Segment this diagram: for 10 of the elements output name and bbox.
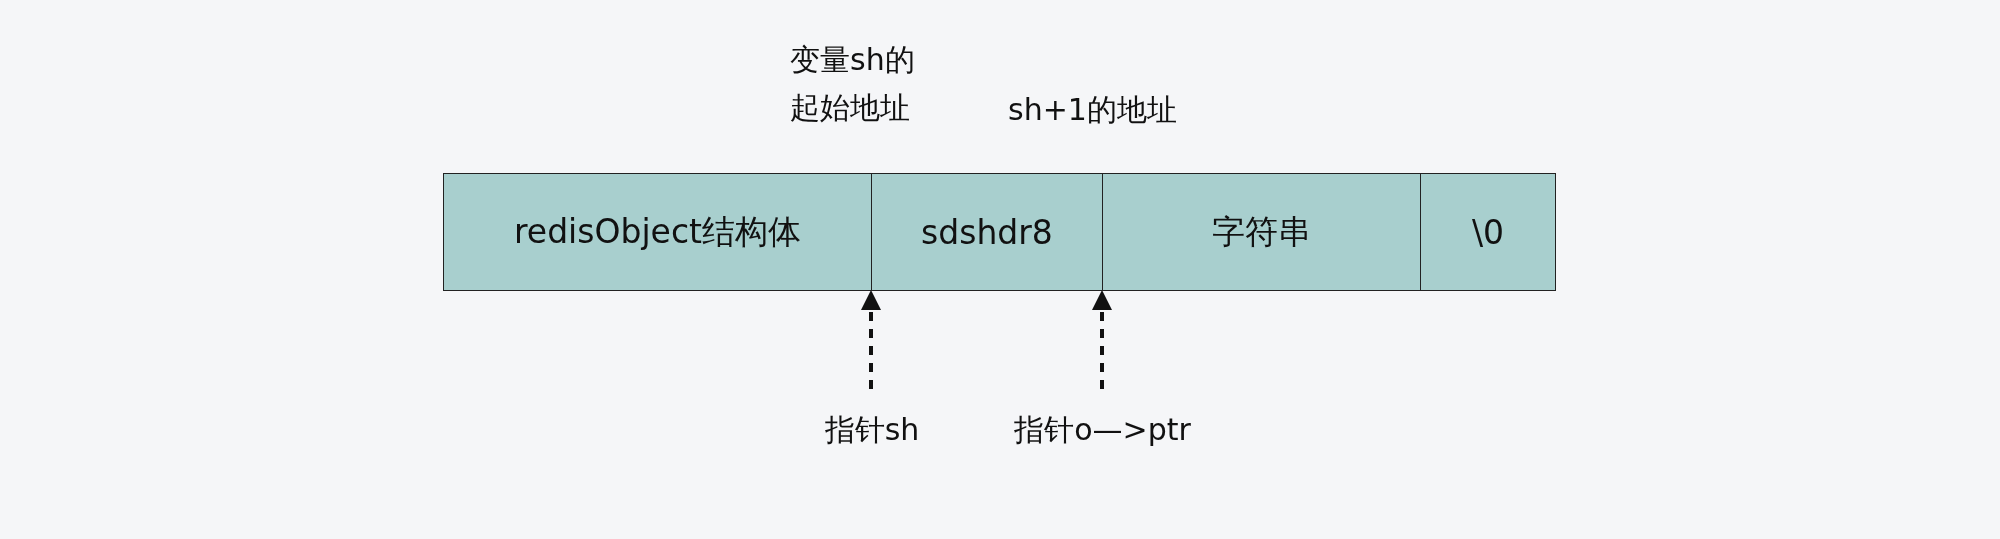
memory-cell: \0 (1420, 173, 1556, 291)
address-label: 变量sh的起始地址 (790, 41, 916, 127)
pointer-label: 指针sh (792, 405, 952, 455)
memory-cell: sdshdr8 (871, 173, 1103, 291)
arrow (1092, 290, 1112, 389)
arrow (861, 290, 881, 389)
memory-cell: 字符串 (1102, 173, 1421, 291)
memory-cell: redisObject结构体 (443, 173, 872, 291)
address-label: sh+1的地址 (1008, 91, 1178, 129)
pointer-label: 指针o—>ptr (980, 405, 1225, 455)
